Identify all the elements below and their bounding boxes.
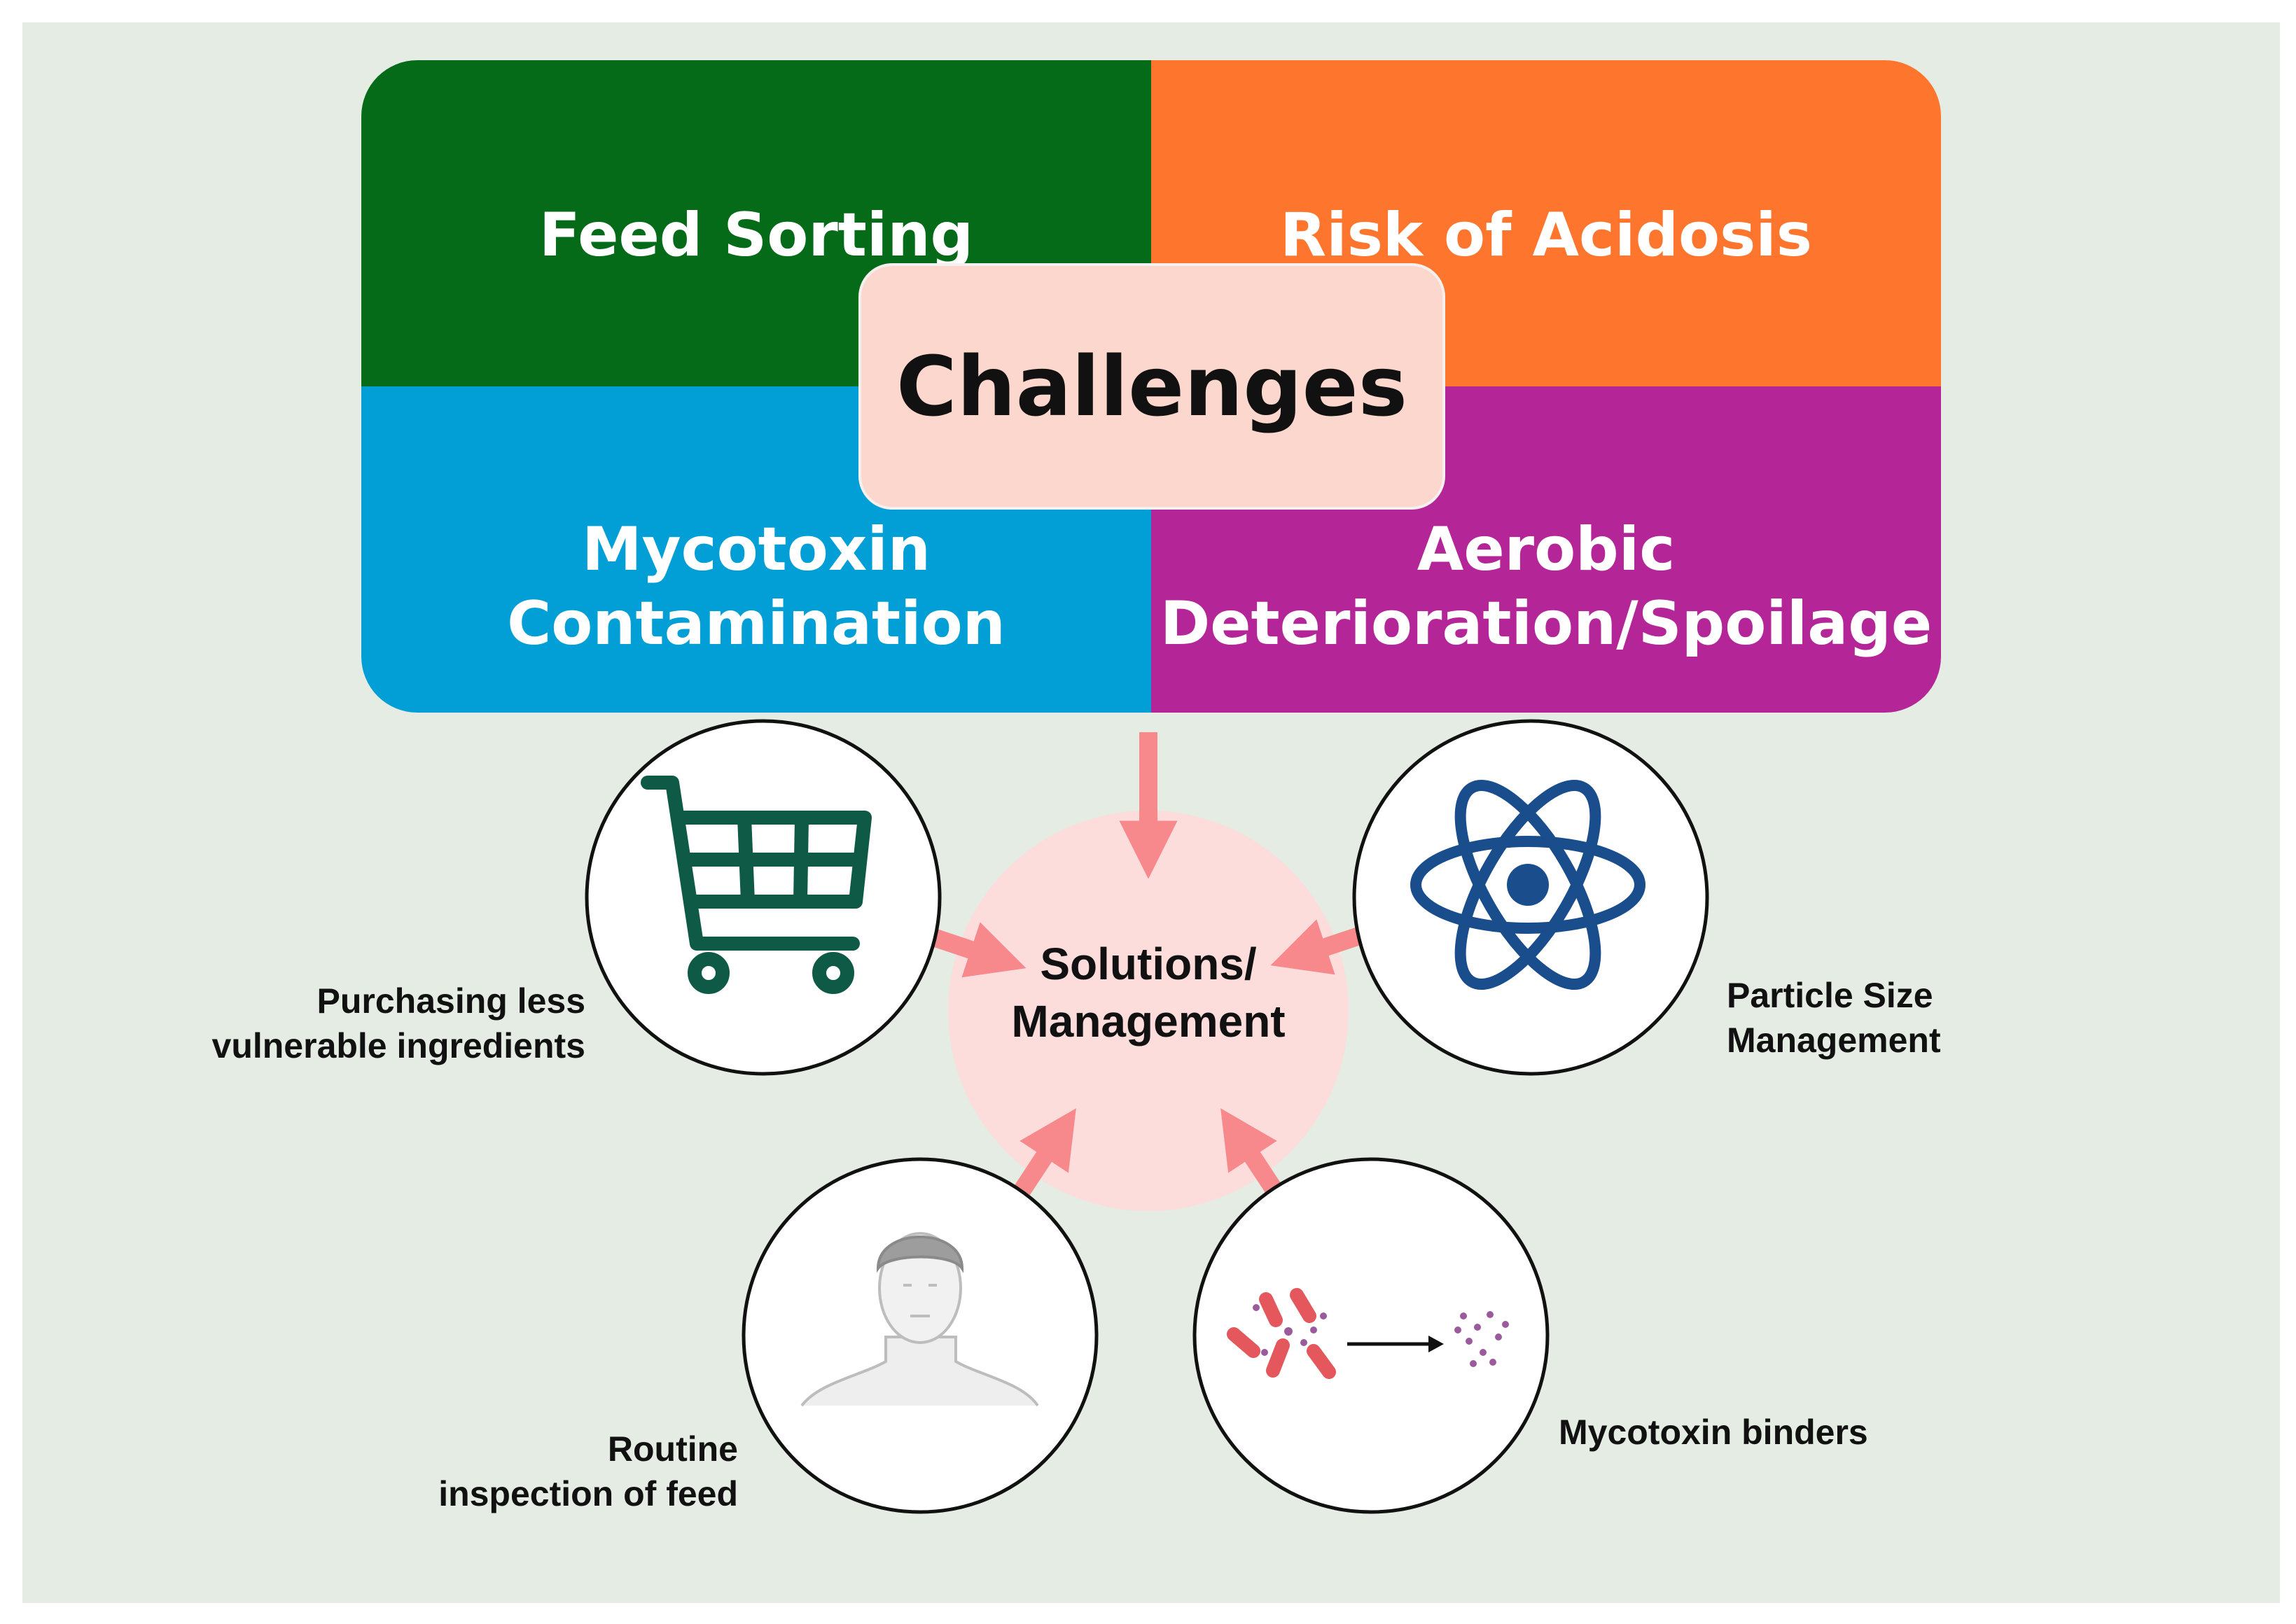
challenge-label-line: Mycotoxin [581,514,931,584]
caption-line: Management [1727,1021,1941,1060]
arrow-atom-to-hub [1270,919,1365,975]
solutions-hub-label: Solutions/ Management [952,935,1344,1050]
arrow-person-to-hub [1015,1108,1076,1196]
challenge-label: Risk of Acidosis [1280,200,1812,270]
arrow-binders-to-hub [1220,1108,1282,1196]
caption-line: Routine [607,1429,738,1469]
caption-line: inspection of feed [438,1474,738,1513]
caption-purchasing: Purchasing less vulnerable ingredients [140,979,585,1068]
caption-line: Purchasing less [316,981,586,1021]
solution-atom [1352,719,1709,1076]
challenge-label-block: Aerobic Deterioration/Spoilage [1151,512,1941,661]
challenge-label-line: Contamination [507,589,1006,659]
caption-routine-inspection: Routine inspection of feed [280,1427,738,1516]
person-icon [800,1232,1039,1407]
caption-line: Mycotoxin binders [1559,1413,1868,1452]
solution-cart [585,719,942,1076]
bacteria-binding-icon [1227,1288,1509,1379]
challenges-title: Challenges [896,338,1407,435]
solution-binders [1192,1157,1550,1514]
caption-mycotoxin-binders: Mycotoxin binders [1559,1410,2007,1455]
challenge-label-block: Mycotoxin Contamination [361,512,1151,661]
challenge-label: Feed Sorting [538,200,974,270]
challenge-label-line: Deterioration/Spoilage [1160,589,1933,659]
shopping-cart-icon [641,776,872,994]
atom-icon [1410,780,1646,990]
arrow-cart-to-hub [932,922,1027,978]
caption-line: vulnerable ingredients [211,1026,585,1065]
caption-line: Particle Size [1727,976,1933,1015]
challenge-mycotoxin-contamination: Mycotoxin Contamination [361,386,1151,713]
caption-particle-size: Particle Size Management [1727,973,2091,1063]
challenges-center-box: Challenges [858,263,1445,510]
hub-label-line: Solutions/ [1040,939,1257,989]
challenge-label-line: Aerobic [1417,514,1676,584]
hub-label-line: Management [1011,996,1286,1046]
solution-person [742,1157,1099,1514]
